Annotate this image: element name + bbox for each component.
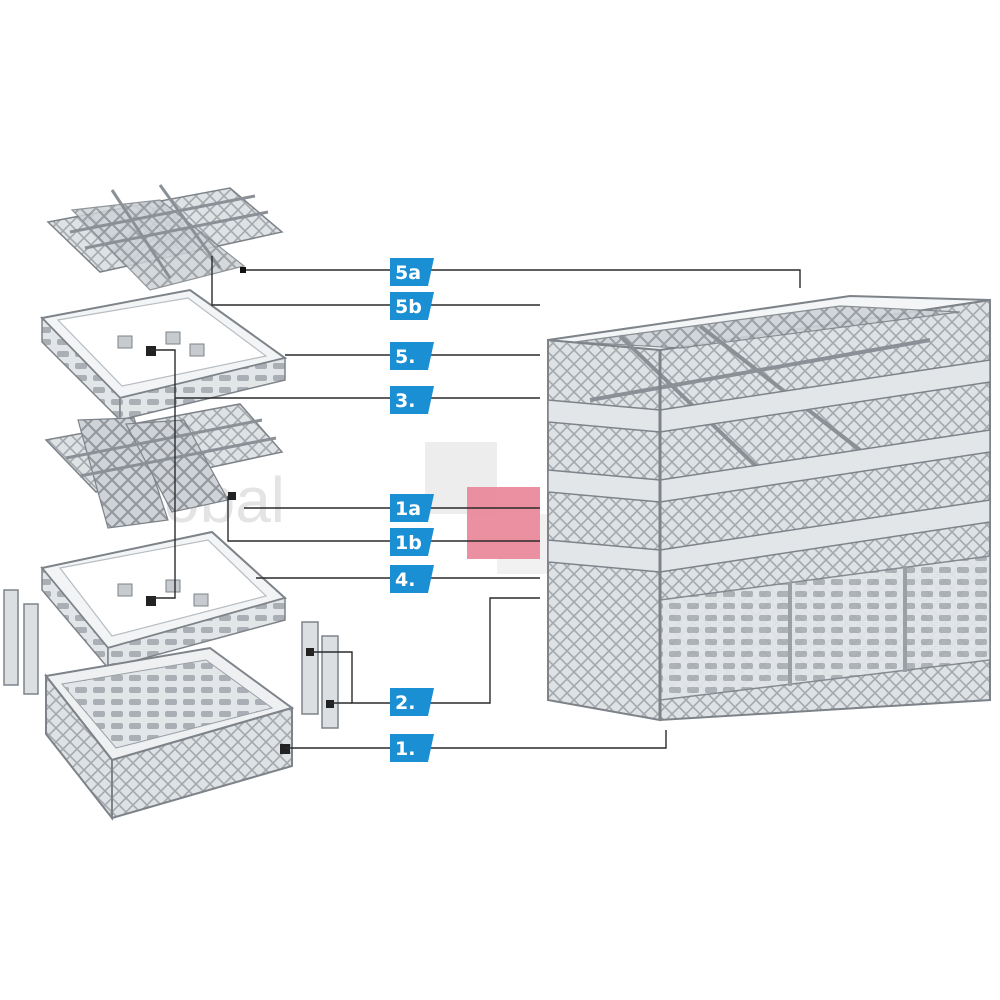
callout-label-4: 4.	[395, 569, 415, 591]
callout-tag-5a	[390, 258, 434, 286]
callout-tag-1	[390, 734, 434, 762]
top-divider-grid	[46, 184, 284, 291]
callout-tag-5b	[390, 292, 434, 320]
callout-label-1a: 1a	[395, 498, 421, 520]
callout-tag-5	[390, 342, 434, 370]
callout-label-5: 5.	[395, 346, 415, 368]
callout-label-5b: 5b	[395, 296, 422, 318]
callout-tag-3	[390, 386, 434, 414]
base-rack	[44, 646, 295, 821]
callout-label-1b: 1b	[395, 532, 422, 554]
middle-divider-grid	[44, 403, 284, 529]
callout-tag-1a	[390, 494, 434, 522]
upper-extender-frame	[39, 288, 288, 422]
callout-label-3: 3.	[395, 390, 415, 412]
lower-extender-frame	[40, 530, 288, 671]
side-clips	[3, 589, 339, 729]
callout-label-1: 1.	[395, 738, 415, 760]
assembled-rack	[547, 294, 991, 722]
callout-label-2: 2.	[395, 692, 415, 714]
callout-tag-2	[390, 688, 434, 716]
highlight-patch	[467, 487, 540, 559]
callout-tag-1b	[390, 528, 434, 556]
callout-label-5a: 5a	[395, 262, 421, 284]
callout-tag-4	[390, 565, 434, 593]
callout-labels: 5a 5b 5. 3. 1a 1b 4. 2. 1.	[390, 258, 434, 762]
